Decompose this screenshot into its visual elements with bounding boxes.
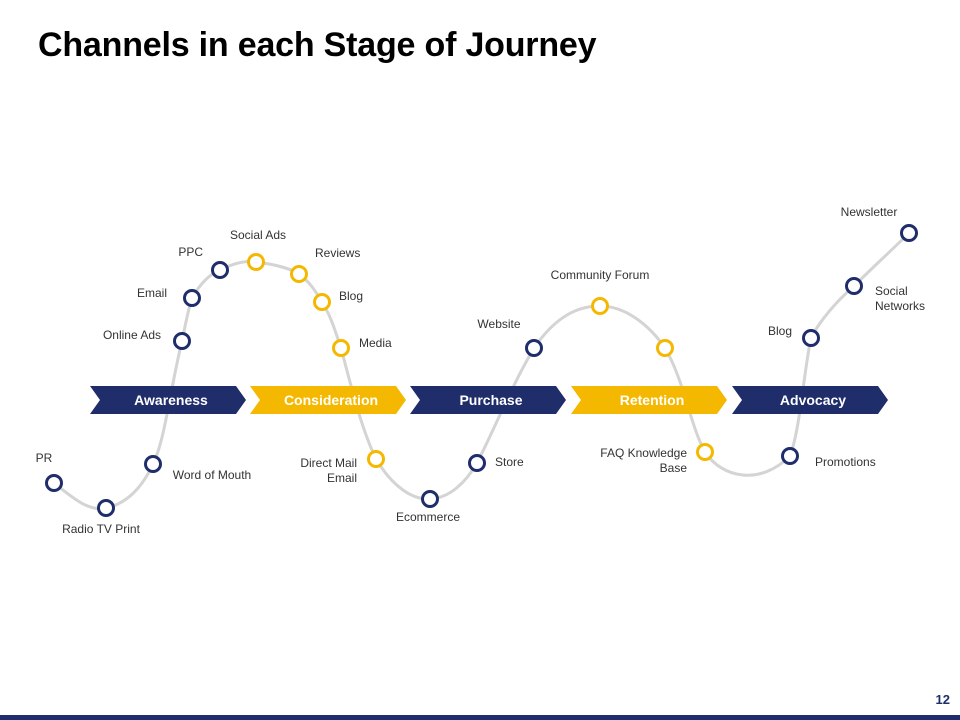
stage-label-purchase: Purchase (459, 392, 522, 408)
journey-curve (53, 231, 911, 511)
stage-label-retention: Retention (620, 392, 685, 408)
channel-label: Store (495, 455, 524, 469)
channel-label: Reviews (315, 246, 360, 260)
channel-node (656, 339, 674, 357)
channel-node (591, 297, 609, 315)
channel-label: Radio TV Print (62, 522, 140, 536)
channel-label: Promotions (815, 455, 876, 469)
channel-node (290, 265, 308, 283)
page-title: Channels in each Stage of Journey (38, 26, 597, 64)
stage-banner: Awareness Consideration Purchase Retention A… (90, 386, 888, 414)
channel-label: Email (137, 286, 167, 300)
stage-label-advocacy: Advocacy (780, 392, 846, 408)
channel-label: Ecommerce (396, 510, 460, 524)
channel-node (97, 499, 115, 517)
channel-node (247, 253, 265, 271)
channel-node (525, 339, 543, 357)
channel-label: Online Ads (103, 328, 161, 342)
channel-node (696, 443, 714, 461)
footer-bar (0, 715, 960, 720)
channel-node (173, 332, 191, 350)
stage-chevron-retention (571, 386, 727, 414)
channel-node (900, 224, 918, 242)
stage-label-awareness: Awareness (134, 392, 208, 408)
channel-nodes (45, 224, 918, 517)
stage-chevron-purchase (410, 386, 566, 414)
channel-node (313, 293, 331, 311)
channel-node (781, 447, 799, 465)
channel-label: Word of Mouth (173, 468, 251, 482)
journey-path (53, 231, 911, 511)
channel-label: PR (36, 451, 53, 465)
channel-node (367, 450, 385, 468)
channel-node (144, 455, 162, 473)
stage-chevron-awareness (90, 386, 246, 414)
channel-node (211, 261, 229, 279)
page-number: 12 (935, 692, 950, 707)
channel-node (421, 490, 439, 508)
channel-label: PPC (178, 245, 203, 259)
channel-node (45, 474, 63, 492)
stage-label-consideration: Consideration (284, 392, 378, 408)
channel-label: Social Ads (230, 228, 286, 242)
channel-label: Newsletter (841, 205, 898, 219)
channel-label: Website (477, 317, 520, 331)
channel-node (845, 277, 863, 295)
channel-node (802, 329, 820, 347)
channel-node (332, 339, 350, 357)
channel-label: Media (359, 336, 392, 350)
channel-node (183, 289, 201, 307)
stage-chevron-advocacy (732, 386, 888, 414)
channel-label: Blog (339, 289, 363, 303)
stage-chevron-consideration (250, 386, 406, 414)
channel-node (468, 454, 486, 472)
channel-label: Blog (768, 324, 792, 338)
channel-label: Community Forum (551, 268, 650, 282)
